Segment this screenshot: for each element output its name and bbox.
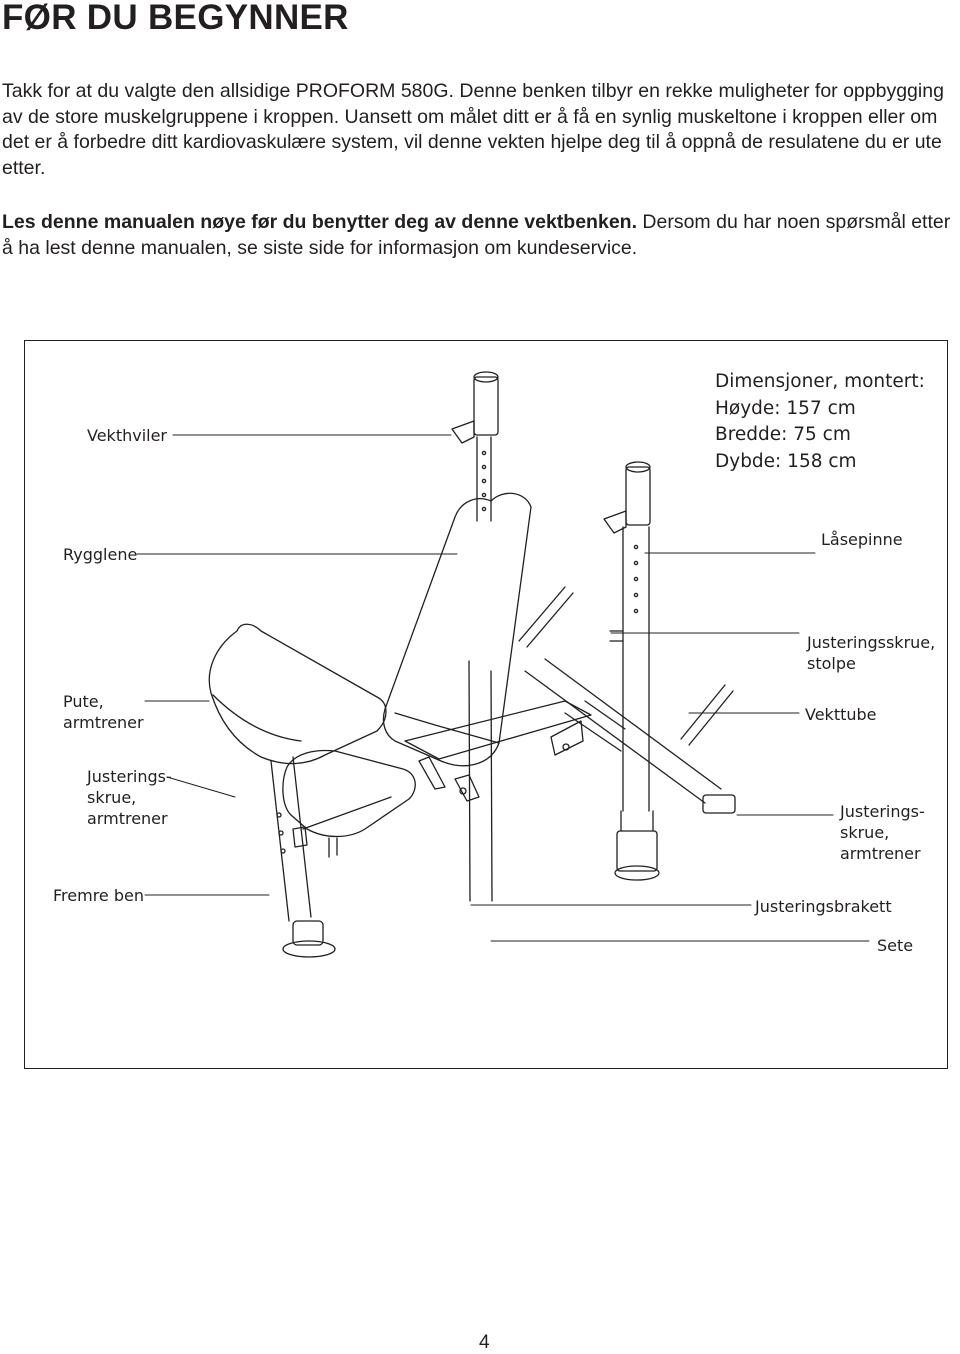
seat-pad — [282, 749, 416, 858]
notice-paragraph: Les denne manualen nøye før du benytter … — [2, 210, 958, 261]
intro-paragraph: Takk for at du valgte den allsidige PROF… — [2, 80, 944, 179]
weight-tubes — [518, 586, 734, 746]
seat-bracket — [418, 756, 480, 802]
label-fremre-ben: Fremre ben — [53, 886, 144, 905]
right-upright — [603, 461, 660, 881]
bench-illustration — [136, 371, 870, 958]
label-rygglene: Rygglene — [63, 545, 138, 564]
label-pute-armtrener: Pute, armtrener — [63, 692, 144, 732]
base-frame — [404, 658, 736, 902]
label-laasepinne: Låsepinne — [821, 530, 903, 549]
arm-curl-pad — [208, 623, 387, 765]
label-justeringsskrue-armtrener-left: Justerings- skrue, armtrener — [87, 767, 172, 828]
label-justeringsskrue-stolpe: Justeringsskrue, stolpe — [807, 633, 936, 673]
notice-bold: Les denne manualen nøye før du benytter … — [2, 211, 637, 233]
label-vekttube: Vekttube — [805, 705, 877, 724]
dimensions-block: Dimensjoner, montert: Høyde: 157 cm Bred… — [715, 371, 925, 472]
notice-rest: Dersom du har noen spørsmål etter å ha l… — [2, 211, 951, 259]
left-upright — [451, 371, 499, 522]
page-title: FØR DU BEGYNNER — [2, 0, 349, 37]
arm-curl-post — [270, 756, 336, 958]
label-sete: Sete — [877, 936, 914, 955]
label-justeringsbrakett: Justeringsbrakett — [755, 897, 892, 916]
label-justeringsskrue-armtrener-right: Justerings- skrue, armtrener — [840, 802, 925, 863]
page-number: 4 — [479, 1332, 490, 1353]
leader-lines — [136, 434, 870, 942]
bench-diagram: Dimensjoner, montert: Høyde: 157 cm Bred… — [24, 340, 948, 1069]
label-vekthviler: Vekthviler — [87, 426, 168, 445]
backrest-pad — [382, 492, 532, 767]
